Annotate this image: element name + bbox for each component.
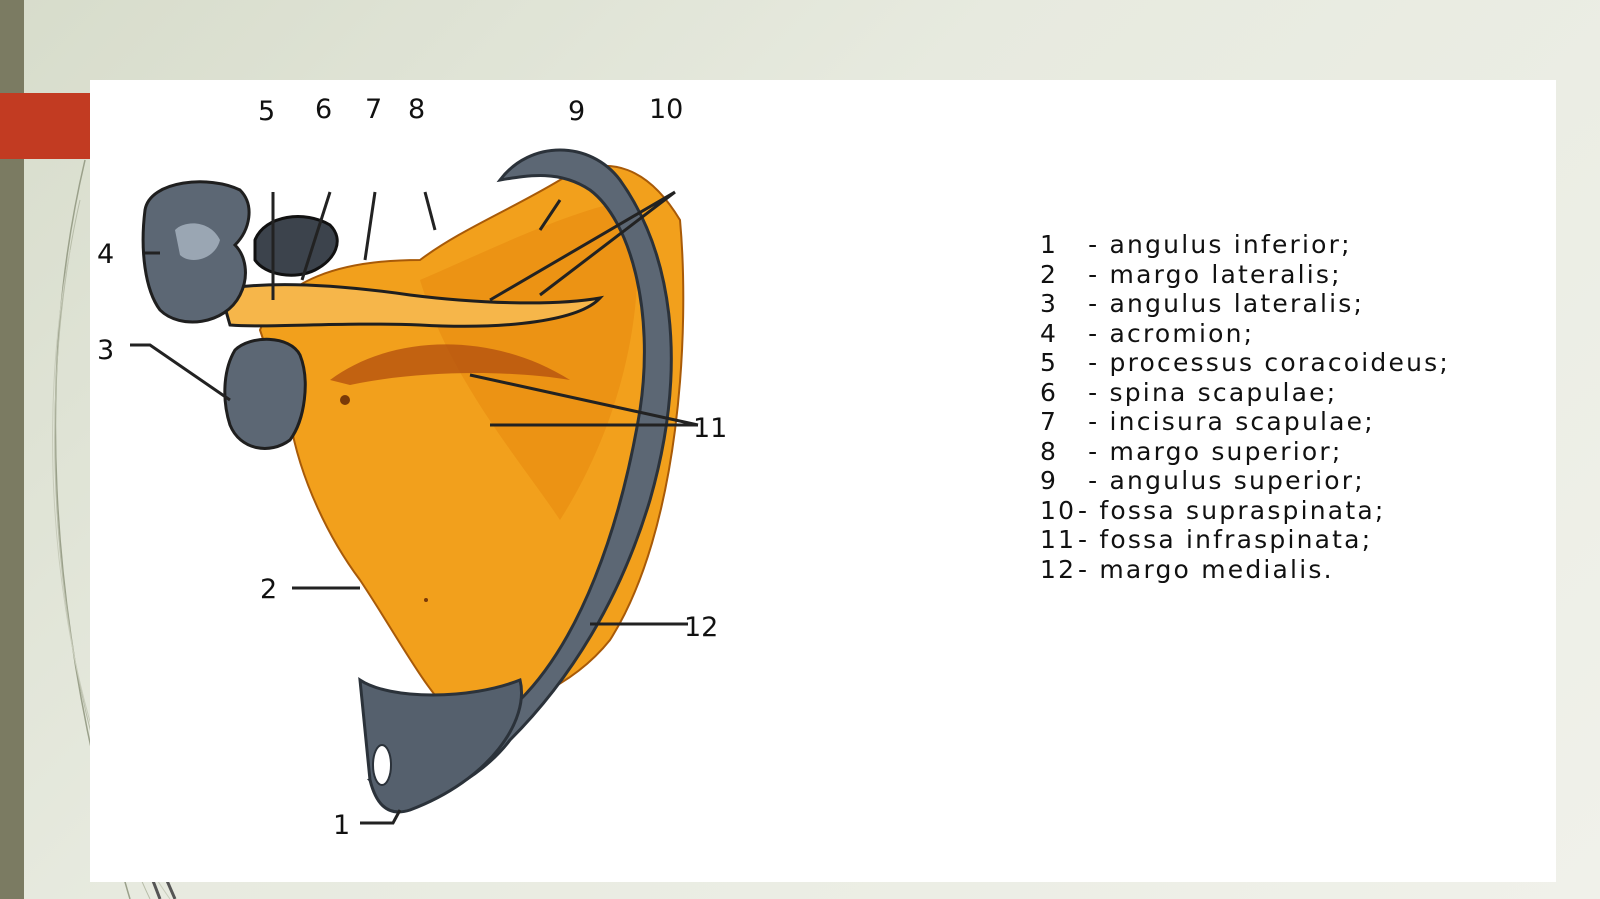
legend-item: 3 - angulus lateralis;: [1040, 289, 1450, 319]
legend-item: 12- margo medialis.: [1040, 555, 1450, 585]
legend-item: 6 - spina scapulae;: [1040, 378, 1450, 408]
legend-item: 9 - angulus superior;: [1040, 466, 1450, 496]
legend-item: 10- fossa supraspinata;: [1040, 496, 1450, 526]
legend-item: 4 - acromion;: [1040, 319, 1450, 349]
callout-12: 12: [684, 612, 718, 643]
legend-item: 1 - angulus inferior;: [1040, 230, 1450, 260]
callout-11: 11: [693, 413, 727, 444]
legend-item: 7 - incisura scapulae;: [1040, 407, 1450, 437]
callout-2: 2: [260, 574, 277, 605]
processus-coracoideus: [255, 217, 337, 276]
angulus-lateralis: [225, 339, 305, 448]
callout-3: 3: [97, 335, 114, 366]
legend-item: 5 - processus coracoideus;: [1040, 348, 1450, 378]
callout-5: 5: [258, 96, 275, 127]
callout-9: 9: [568, 96, 585, 127]
callout-10: 10: [649, 94, 683, 125]
callout-4: 4: [97, 239, 114, 270]
callout-6: 6: [315, 94, 332, 125]
callout-1: 1: [333, 810, 350, 841]
legend-item: 11- fossa infraspinata;: [1040, 525, 1450, 555]
slide-accent-tab: [0, 93, 90, 159]
slide-content-card: 5 6 7 8 9 10 4 3 11 2 1 12 1 - angulus i…: [90, 80, 1556, 882]
callout-7: 7: [365, 94, 382, 125]
callout-8: 8: [408, 94, 425, 125]
legend-item: 2 - margo lateralis;: [1040, 260, 1450, 290]
legend-item: 8 - margo superior;: [1040, 437, 1450, 467]
legend-list: 1 - angulus inferior; 2 - margo laterali…: [1040, 230, 1450, 584]
